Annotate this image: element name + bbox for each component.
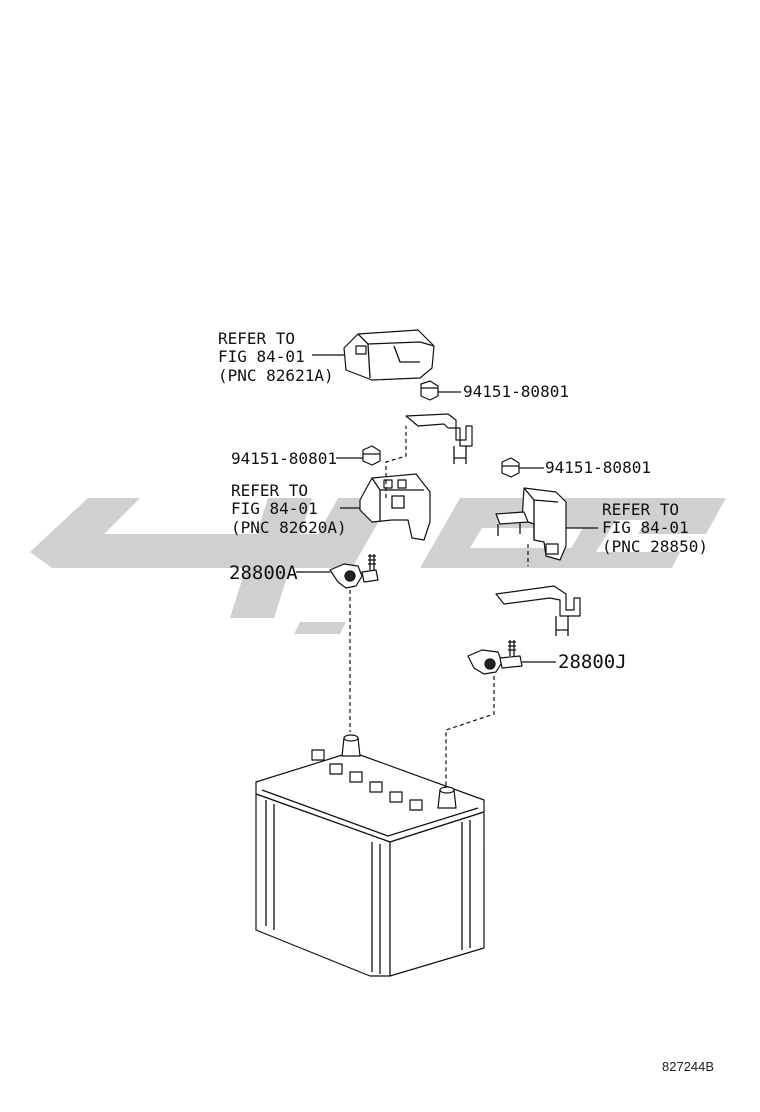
- callout-text: FIG 84-01: [231, 499, 318, 518]
- nut-icon[interactable]: [420, 380, 439, 401]
- callout-text: REFER TO: [231, 481, 308, 500]
- fusible-link[interactable]: [495, 487, 567, 561]
- lower-bracket: [495, 585, 581, 636]
- nut-part-number: 94151-80801: [463, 382, 569, 401]
- terminal-part-number: 28800A: [229, 562, 298, 584]
- callout-text: (PNC 28850): [602, 537, 708, 556]
- callout-text: (PNC 82620A): [231, 518, 347, 537]
- upper-fuse-box[interactable]: [343, 329, 435, 381]
- callout-upper-fuse-box: REFER TO FIG 84-01 (PNC 82621A): [218, 329, 334, 385]
- nut-icon[interactable]: [501, 457, 520, 478]
- illustration-id: 827244B: [662, 1059, 714, 1074]
- callout-text: (PNC 82621A): [218, 366, 334, 385]
- nut-icon[interactable]: [362, 445, 381, 466]
- assembly-lines: [349, 426, 529, 790]
- positive-terminal-clamp[interactable]: [329, 554, 379, 589]
- callout-text: REFER TO: [602, 500, 679, 519]
- negative-terminal-clamp[interactable]: [467, 640, 523, 675]
- fuse-block[interactable]: [359, 473, 431, 541]
- upper-bracket: [405, 413, 473, 464]
- callout-fuse-block: REFER TO FIG 84-01 (PNC 82620A): [231, 481, 347, 537]
- nut-part-number: 94151-80801: [231, 449, 337, 468]
- terminal-part-number: 28800J: [558, 651, 627, 673]
- callout-text: FIG 84-01: [218, 347, 305, 366]
- callout-text: REFER TO: [218, 329, 295, 348]
- battery[interactable]: [255, 734, 485, 977]
- callout-fusible-link: REFER TO FIG 84-01 (PNC 28850): [602, 500, 708, 556]
- nut-part-number: 94151-80801: [545, 458, 651, 477]
- callout-text: FIG 84-01: [602, 518, 689, 537]
